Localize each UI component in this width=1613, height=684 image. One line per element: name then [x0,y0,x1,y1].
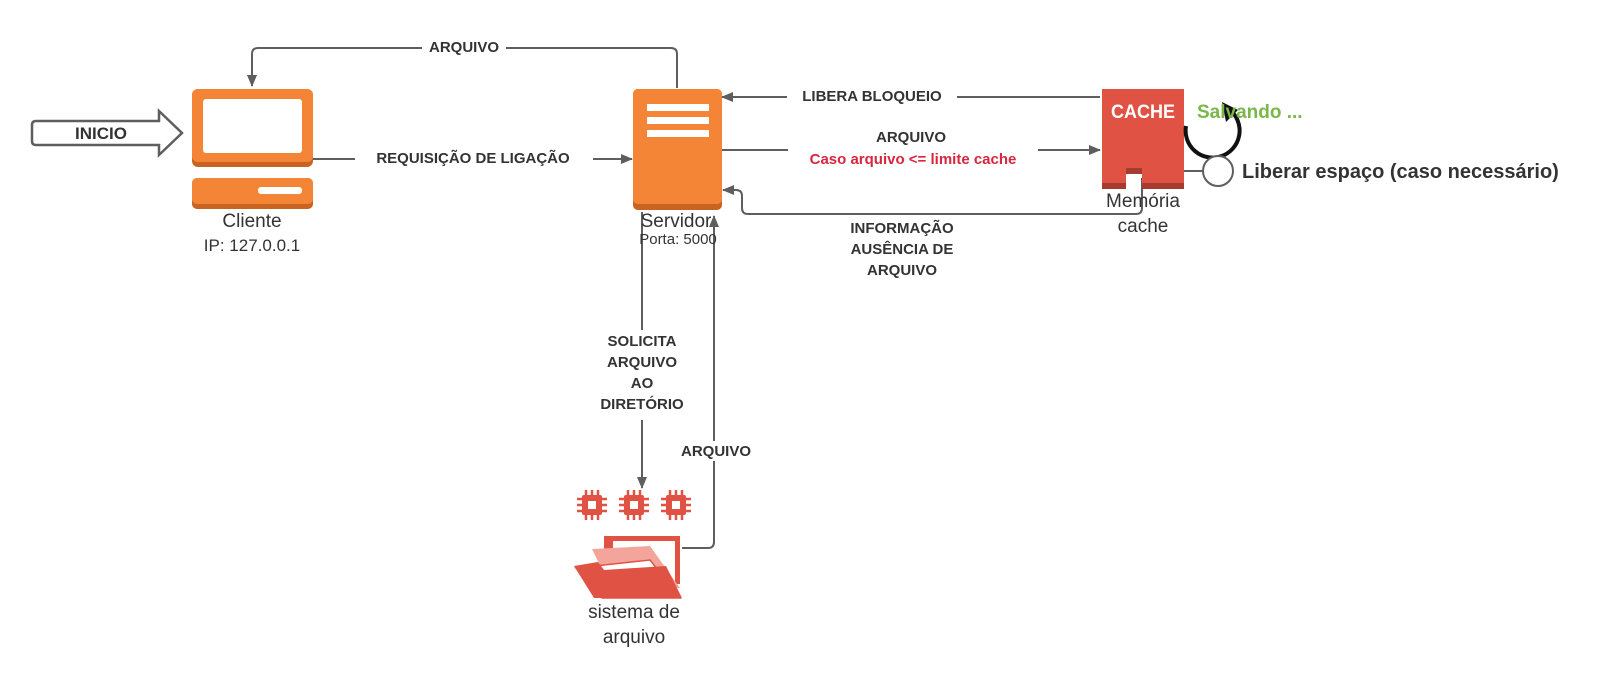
label-cache-unlock: LIBERA BLOQUEIO [802,88,942,105]
filesystem-node: sistema de arquivo [574,490,691,648]
edge-labels: ARQUIVO REQUISIÇÃO DE LIGAÇÃO LIBERA BLO… [355,37,1038,461]
label-request-dir-line4: DIRETÓRIO [600,395,684,413]
server-name: Servidor [641,211,712,232]
server-icon [633,89,722,210]
cache-name-line2: cache [1118,216,1169,237]
label-server-to-client: ARQUIVO [429,39,499,56]
free-space-node: Liberar espaço (caso necessário) [1202,155,1559,187]
free-space-label: Liberar espaço (caso necessário) [1242,161,1559,183]
free-space-circle [1202,155,1234,187]
filesystem-label-line2: arquivo [603,627,665,648]
server-node: Servidor Porta: 5000 [633,89,722,248]
filesystem-label-line1: sistema de [588,602,680,623]
desktop-computer-icon [192,89,313,209]
label-server-to-cache-line2: Caso arquivo <= limite cache [810,151,1017,168]
start-node: INICIO [30,108,184,158]
edges [247,47,1203,549]
cache-node: CACHE Salvando ... Memória cache [1102,89,1303,237]
label-server-to-cache-line1: ARQUIVO [876,129,946,146]
start-arrow-shape [30,108,184,158]
server-port: Porta: 5000 [639,231,717,248]
label-request-dir-line1: SOLICITA [608,333,677,350]
client-name: Cliente [222,211,281,232]
label-fs-to-server: ARQUIVO [681,443,751,460]
client-ip: IP: 127.0.0.1 [204,236,300,255]
cache-badge: CACHE [1111,102,1175,123]
label-request-dir-line2: ARQUIVO [607,354,677,371]
cache-name-line1: Memória [1106,191,1180,212]
label-cache-missing-line1: INFORMAÇÃO [850,219,954,237]
label-client-to-server: REQUISIÇÃO DE LIGAÇÃO [376,149,570,167]
cache-saving-status: Salvando ... [1197,102,1303,123]
edge-cache-missing [722,178,1143,215]
label-request-dir-line3: AO [631,375,654,392]
folder-icon [574,536,682,599]
cache-memory-icon: CACHE [1102,89,1184,189]
edge-fs-to-server [682,215,719,549]
client-node: Cliente IP: 127.0.0.1 [192,89,313,255]
chip-icon [577,490,607,520]
label-cache-missing-line3: ARQUIVO [867,262,937,279]
chip-icon [619,490,649,520]
chip-icon [661,490,691,520]
start-label: INICIO [75,124,127,143]
label-cache-missing-line2: AUSÊNCIA DE [851,240,954,258]
chip-icons [577,490,691,520]
